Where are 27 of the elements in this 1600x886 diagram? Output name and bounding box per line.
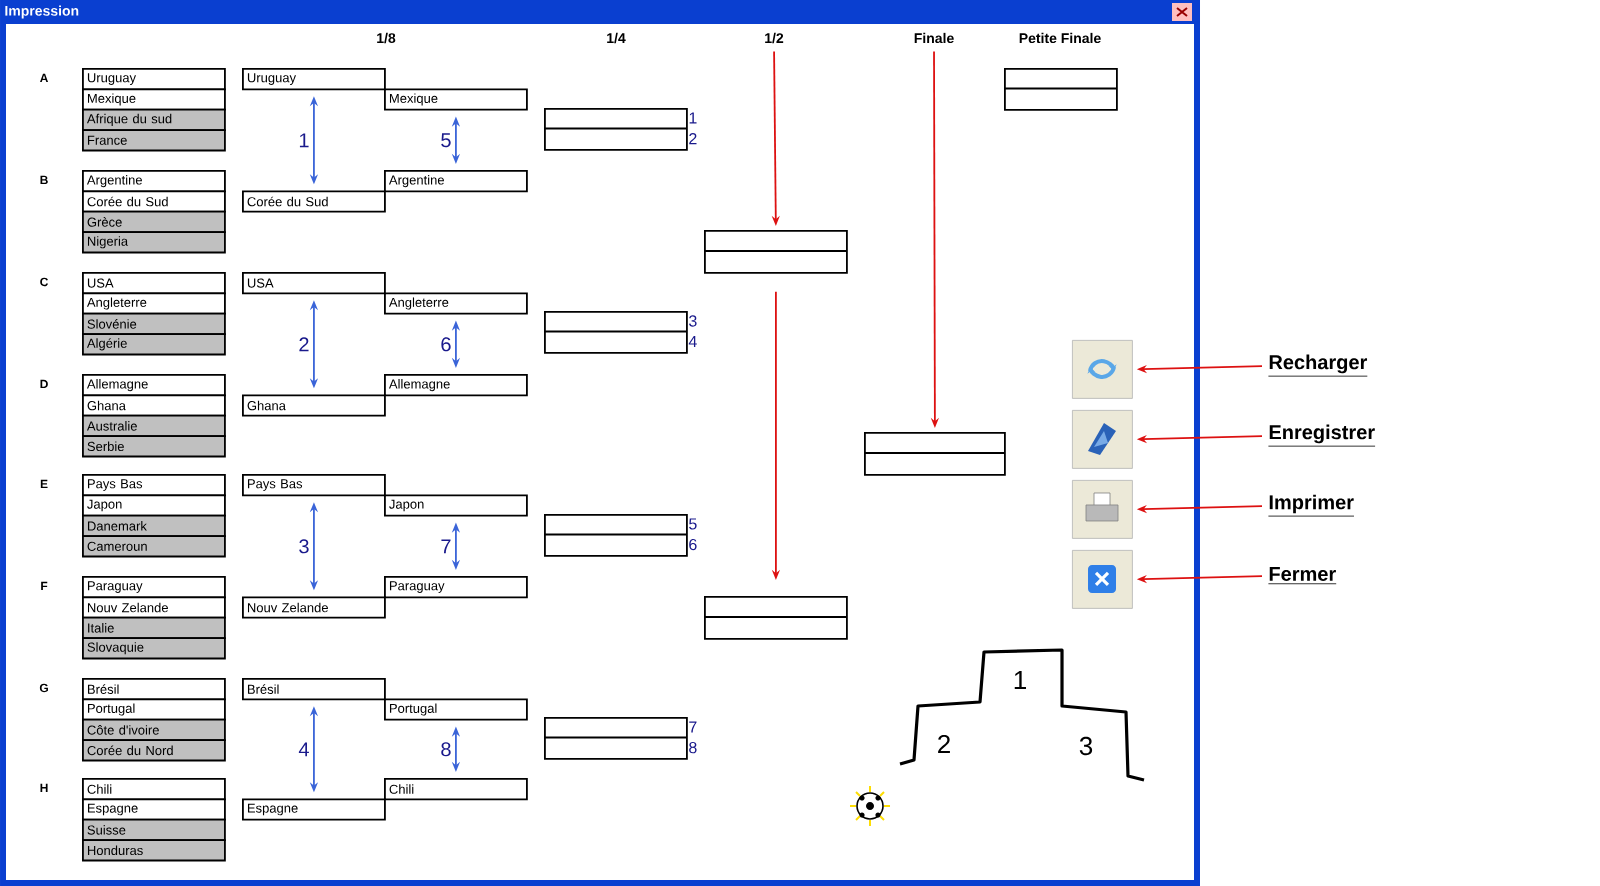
slot-number: 6 — [689, 538, 697, 551]
edge-label: 8 — [441, 742, 451, 757]
podium-number: 2 — [938, 734, 950, 754]
edge-label: 5 — [441, 133, 451, 148]
slot-number: 7 — [689, 721, 697, 733]
edge-label: 3 — [299, 539, 309, 554]
button-caption: Enregistrer — [1268, 424, 1376, 447]
button-caption: Recharger — [1268, 354, 1368, 377]
result-box — [863, 432, 1006, 476]
slot-number: 2 — [689, 133, 697, 145]
slot-number: 4 — [688, 336, 697, 348]
result-box — [703, 230, 848, 274]
edge-label: 1 — [299, 133, 309, 148]
slot-number: 8 — [689, 741, 697, 754]
result-box — [703, 596, 848, 640]
podium-number: 3 — [1079, 736, 1093, 756]
edge-label: 4 — [298, 742, 309, 757]
button-caption: Fermer — [1268, 567, 1337, 585]
edge-label: 7 — [441, 539, 451, 554]
slot-number: 5 — [689, 518, 697, 530]
podium-number: 1 — [1014, 671, 1026, 689]
slot-number: 3 — [689, 315, 697, 327]
slot-number: 1 — [689, 112, 697, 124]
edge-label: 6 — [441, 337, 451, 352]
edge-label: 2 — [299, 337, 309, 352]
result-box — [1003, 68, 1118, 111]
button-caption: Imprimer — [1268, 494, 1355, 517]
